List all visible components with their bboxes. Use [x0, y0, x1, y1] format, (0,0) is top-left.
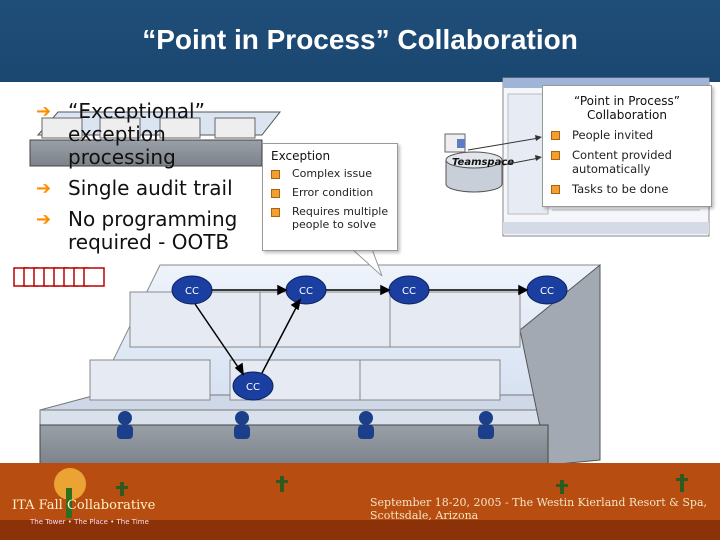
arrow-bullet-icon: ➔: [36, 100, 68, 123]
bullet-text: “Exceptional” exception processing: [68, 100, 276, 169]
document-stack: [14, 268, 104, 286]
svg-text:CC: CC: [246, 382, 260, 393]
teamspace-label: Teamspace: [452, 157, 514, 168]
bullet-square-icon: [271, 208, 280, 217]
arrow-bullet-icon: ➔: [36, 177, 68, 200]
panel-item: Content provided automatically: [551, 148, 707, 176]
bullet-square-icon: [271, 189, 280, 198]
event-details: September 18-20, 2005 - The Westin Kierl…: [370, 496, 720, 522]
svg-text:CC: CC: [299, 286, 313, 297]
callout-heading: Exception: [271, 149, 397, 163]
bullet-text: Single audit trail: [68, 177, 233, 200]
bullet-square-icon: [551, 185, 560, 194]
bullet-square-icon: [271, 170, 280, 179]
bullet-text: No programming required - OOTB: [68, 208, 276, 254]
bullet-square-icon: [551, 131, 560, 140]
svg-text:CC: CC: [402, 286, 416, 297]
svg-text:CC: CC: [185, 286, 199, 297]
event-logo: ITA Fall Collaborative: [12, 498, 155, 513]
bullet-item: ➔ “Exceptional” exception processing: [36, 100, 276, 169]
exception-callout: Exception Complex issue Error condition …: [262, 143, 398, 251]
panel-item: People invited: [551, 128, 707, 142]
bullet-item: ➔ No programming required - OOTB: [36, 208, 276, 254]
panel-title: “Point in Process” Collaboration: [543, 94, 711, 122]
svg-text:CC: CC: [540, 286, 554, 297]
bullet-item: ➔ Single audit trail: [36, 177, 276, 200]
panel-item: Tasks to be done: [551, 182, 707, 196]
bullet-square-icon: [551, 151, 560, 160]
collaboration-panel: “Point in Process” Collaboration People …: [542, 85, 712, 207]
bullet-list: ➔ “Exceptional” exception processing ➔ S…: [36, 100, 276, 262]
callout-item: Complex issue: [271, 167, 393, 180]
callout-item: Error condition: [271, 186, 393, 199]
arrow-bullet-icon: ➔: [36, 208, 68, 231]
callout-item: Requires multiple people to solve: [271, 205, 393, 231]
event-logo-subtext: The Tower • The Place • The Time: [30, 518, 149, 526]
